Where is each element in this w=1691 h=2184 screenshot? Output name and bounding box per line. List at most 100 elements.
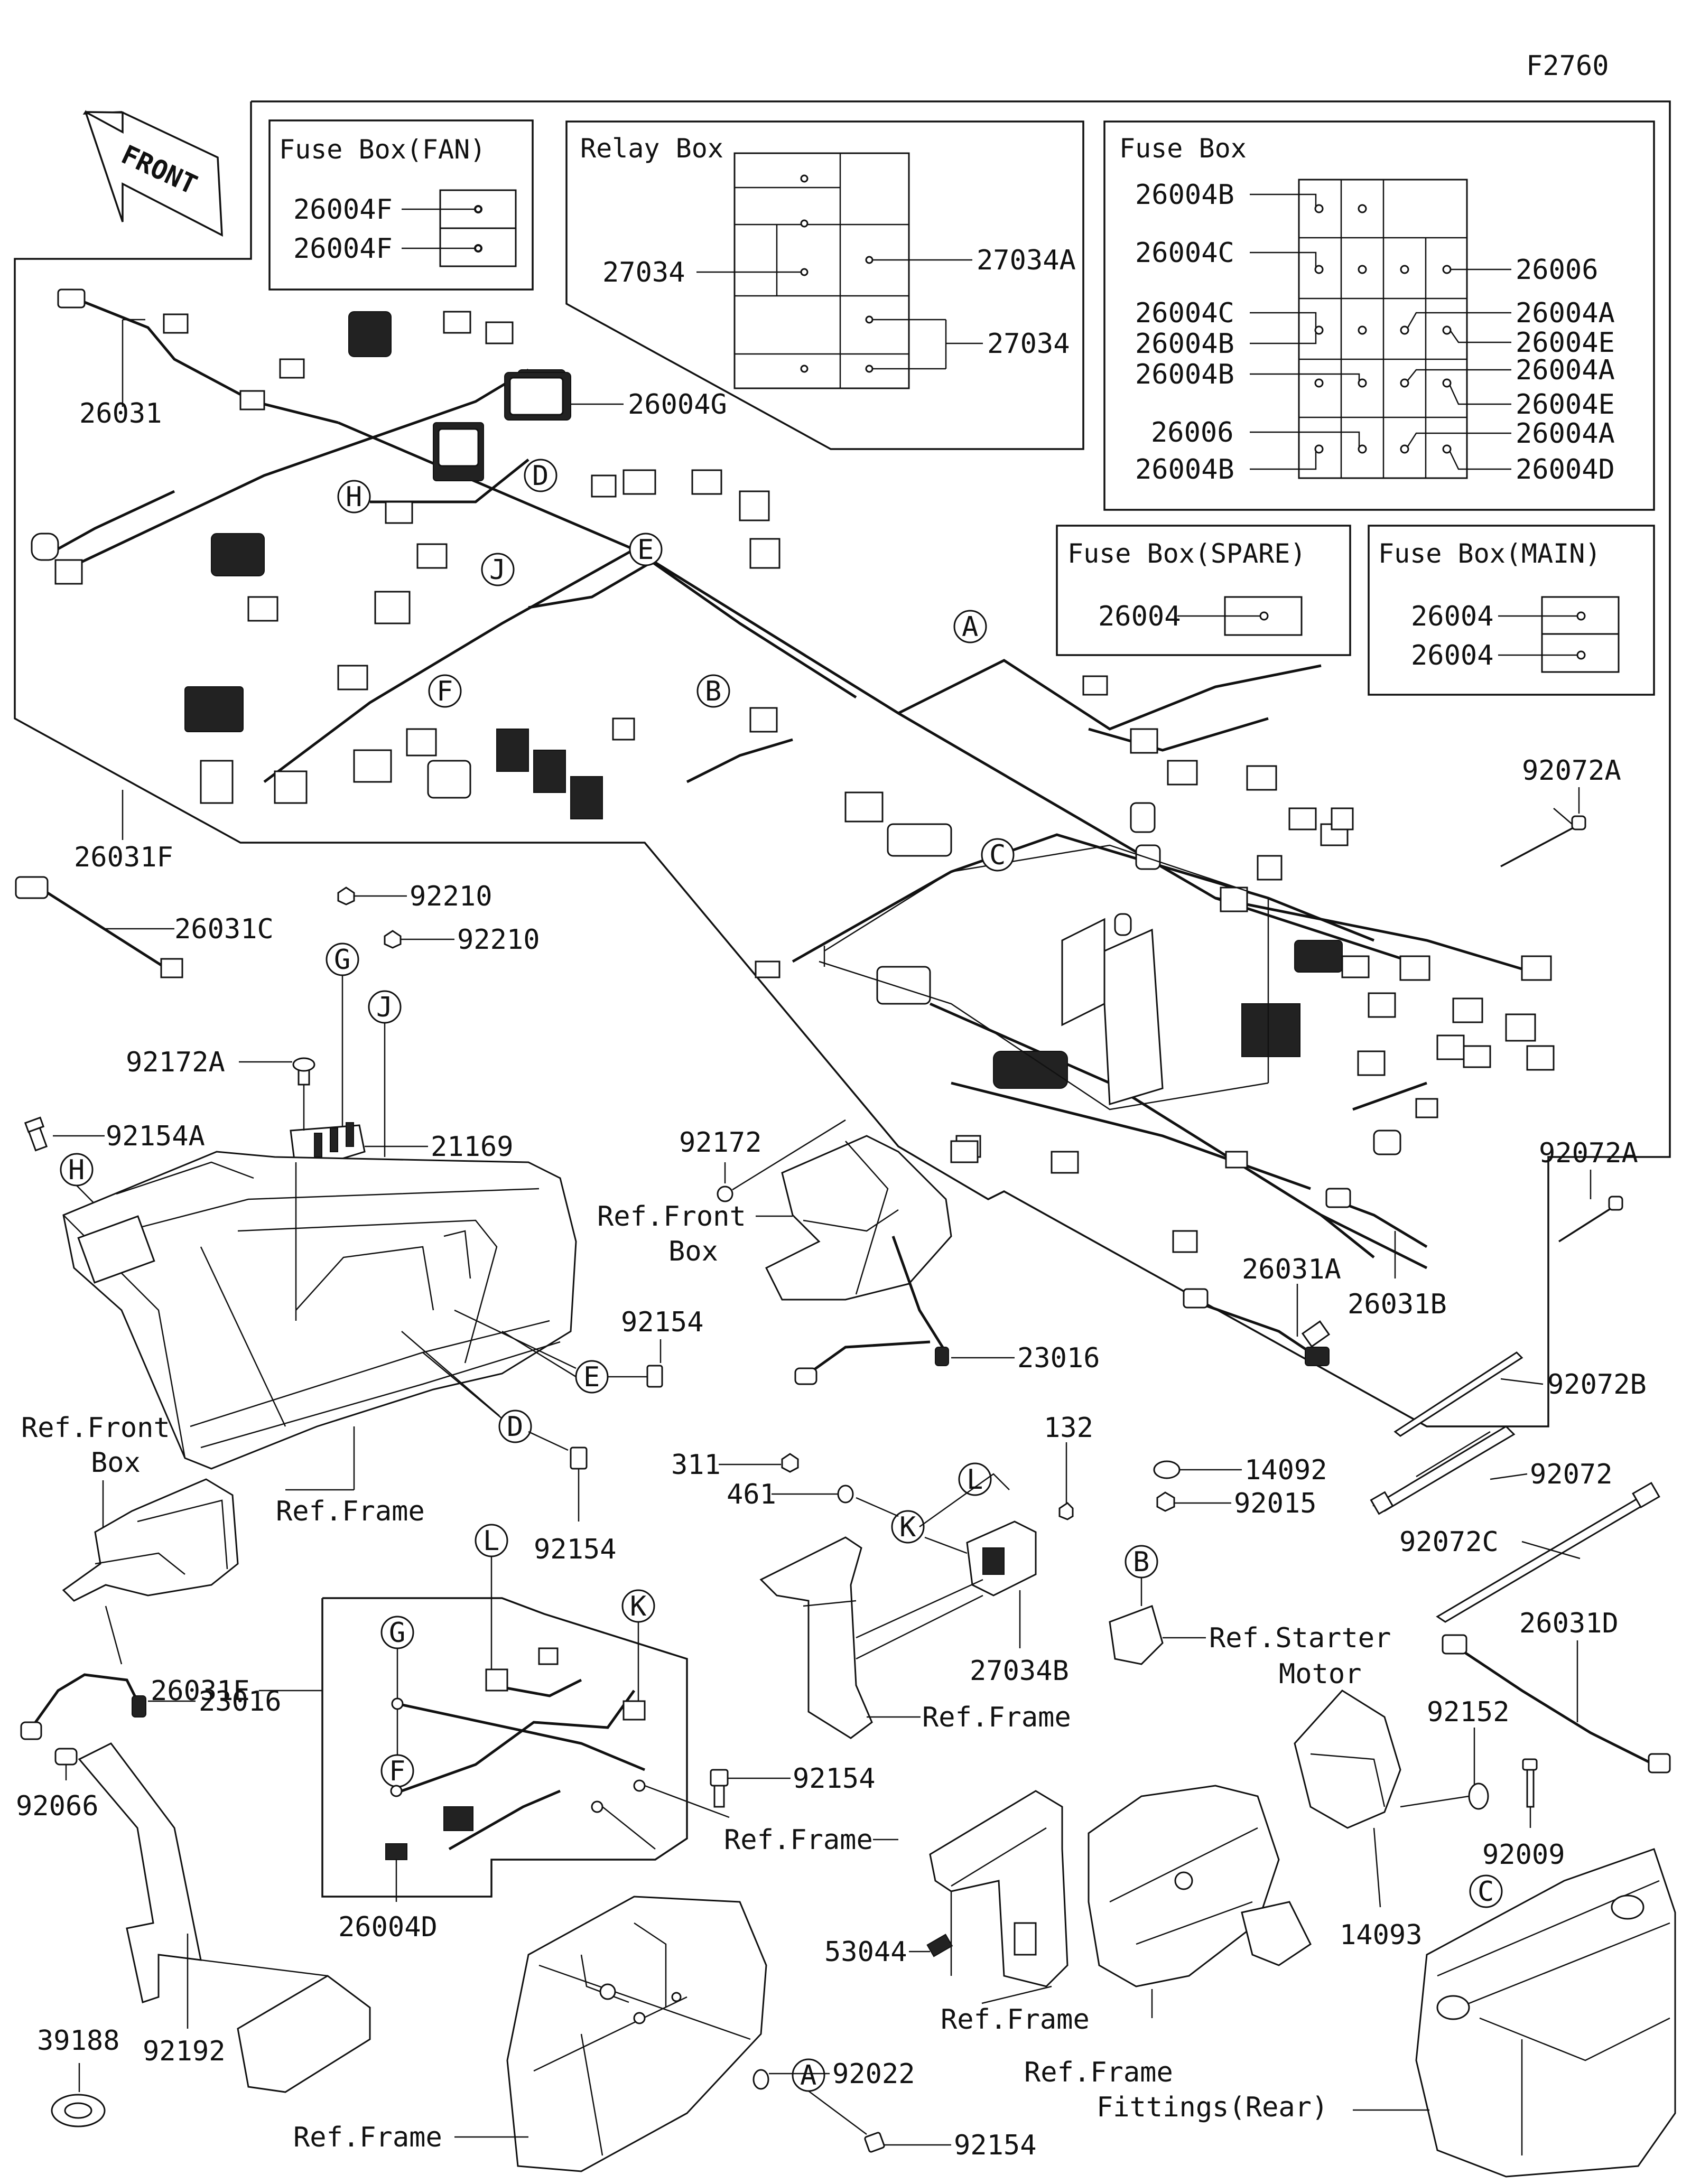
main-fuse-label-2: 26004 (1411, 640, 1494, 671)
fuse-left-label-1: 26004B (1135, 179, 1234, 211)
bracket-53044-cluster: 53044 Ref.Frame (824, 1790, 1090, 2036)
label-92154A: 92154A (106, 1121, 205, 1152)
callout-markers: H D E J F B A C G J H E D L K B L K G F … (60, 459, 1503, 2092)
label-26031F: 26031F (74, 842, 173, 873)
label-92066: 92066 (16, 1790, 99, 1822)
relay-label-right-1: 27034A (977, 245, 1076, 276)
label-26031D: 26031D (1519, 1608, 1619, 1639)
relay-box: Relay Box 27034 27034A 27034 (565, 120, 1084, 450)
ref-starter-line1: Ref.Starter (1209, 1622, 1391, 1654)
label-92154-1: 92154 (621, 1306, 704, 1338)
callout-G-2: G (389, 1617, 405, 1649)
harness-26031e: 26031E 26004D (151, 1556, 730, 1943)
label-27034B: 27034B (970, 1655, 1069, 1687)
fuse-right-label-3: 26004E (1516, 327, 1615, 359)
front-box-upper: 23016 Ref.Front Box (597, 1135, 1100, 1385)
label-21169: 21169 (431, 1131, 514, 1163)
label-92072C: 92072C (1399, 1526, 1499, 1558)
callout-J-2: J (376, 992, 393, 1023)
fan-fuse-label-1: 26004F (293, 194, 393, 226)
figure-code: F2760 (1526, 50, 1609, 82)
callout-A-1: A (962, 611, 978, 643)
callout-E-1: E (637, 534, 654, 566)
label-26031B: 26031B (1348, 1289, 1447, 1320)
label-26031: 26031 (79, 398, 162, 430)
bolt-92154-c: 92154 Ref.Frame (710, 1763, 898, 1856)
relay-label-right-2: 27034 (987, 328, 1070, 360)
label-23016-1: 23016 (1017, 1342, 1100, 1374)
fuse-box-fan-title: Fuse Box(FAN) (279, 134, 486, 165)
relay-box-title: Relay Box (580, 133, 723, 164)
label-92192: 92192 (143, 2036, 226, 2067)
ref-frame-2: Ref.Frame (724, 1824, 873, 1856)
label-92172A: 92172A (126, 1047, 225, 1078)
label-92072A-2: 92072A (1539, 1137, 1638, 1169)
ref-frame-5: Ref.Frame (941, 2004, 1090, 2036)
starter-motor-parts: 14092 92015 Ref.Starter Motor (1109, 1454, 1391, 1690)
label-39188: 39188 (37, 2025, 120, 2057)
label-53044: 53044 (824, 1936, 907, 1968)
main-harness-outline (14, 100, 1671, 1427)
callout-K-1: K (899, 1511, 916, 1543)
harness-26031c: 26031C (15, 876, 274, 978)
ref-frame-4: Ref.Frame (922, 1702, 1071, 1733)
fuse-right-label-6: 26004A (1516, 418, 1615, 450)
label-92210-2: 92210 (457, 924, 540, 956)
label-92022: 92022 (832, 2058, 915, 2090)
label-26004G: 26004G (628, 389, 727, 421)
fuse-box-spare-title: Fuse Box(SPARE) (1067, 538, 1306, 569)
label-92072B: 92072B (1547, 1369, 1647, 1401)
fuse-left-label-3: 26004C (1135, 297, 1234, 329)
main-wire-harness (31, 288, 1555, 1270)
callout-F-1: F (436, 676, 453, 707)
callout-D-2: D (507, 1411, 523, 1443)
fuse-left-label-7: 26004B (1135, 454, 1234, 486)
label-14092: 14092 (1244, 1454, 1327, 1486)
callout-L-1: L (967, 1464, 983, 1496)
label-26031C: 26031C (174, 913, 274, 945)
rear-fittings-frame: Ref.Frame Fittings(Rear) (1024, 1848, 1676, 2178)
spare-fuse-label: 26004 (1098, 601, 1181, 632)
fuse-right-label-4: 26004A (1516, 354, 1615, 386)
callout-B-1: B (705, 676, 721, 707)
ref-fittings-line1: Ref.Frame (1024, 2057, 1173, 2088)
callout-D-1: D (532, 460, 549, 492)
label-461: 461 (727, 1479, 776, 1510)
callout-K-2: K (630, 1591, 647, 1622)
callout-A-2: A (800, 2060, 816, 2092)
fuse-right-label-2: 26004A (1516, 297, 1615, 329)
label-92154-3: 92154 (793, 1763, 876, 1795)
fuse-right-label-5: 26004E (1516, 389, 1615, 421)
label-92172: 92172 (679, 1127, 762, 1159)
cover-14093-cluster: 92152 92009 14093 (1294, 1690, 1565, 1951)
bolt-92172: 92172 (679, 1119, 846, 1202)
label-14093: 14093 (1340, 1919, 1423, 1951)
callout-H-1: H (346, 481, 362, 513)
ref-starter-line2: Motor (1279, 1658, 1362, 1690)
callout-B-2: B (1133, 1546, 1149, 1578)
label-26031E: 26031E (151, 1675, 250, 1707)
fuse-left-label-2: 26004C (1135, 237, 1234, 269)
ref-frame-1: Ref.Frame (276, 1496, 425, 1527)
relay-26004g: 26004G (504, 372, 727, 421)
front-arrow-icon: FRONT (82, 110, 223, 237)
label-311: 311 (671, 1449, 721, 1481)
bottom-center-frame: Ref.Frame 92022 92154 (293, 1896, 1037, 2172)
callout-H-2: H (68, 1154, 85, 1186)
label-92154-2: 92154 (534, 1534, 617, 1565)
right-frame-assembly (1088, 1785, 1312, 2018)
fuse-left-label-5: 26004B (1135, 359, 1234, 390)
label-92072A-1: 92072A (1522, 755, 1621, 787)
label-92015: 92015 (1234, 1488, 1317, 1519)
label-132: 132 (1044, 1412, 1093, 1444)
bolts-e-d: 92154 92154 (422, 1306, 704, 1565)
fuse-box-main-title: Fuse Box(MAIN) (1378, 538, 1601, 569)
label-92072: 92072 (1530, 1459, 1613, 1490)
callout-C-2: C (1478, 1876, 1494, 1908)
fuse-box-fan: Fuse Box(FAN) 26004F 26004F (268, 119, 534, 291)
fuse-box: Fuse Box 26004B 26004C 26004C 26004B 260… (1103, 120, 1655, 511)
fuse-right-label-7: 26004D (1516, 454, 1615, 486)
callout-C-1: C (989, 839, 1006, 871)
label-26004D: 26004D (338, 1911, 438, 1943)
